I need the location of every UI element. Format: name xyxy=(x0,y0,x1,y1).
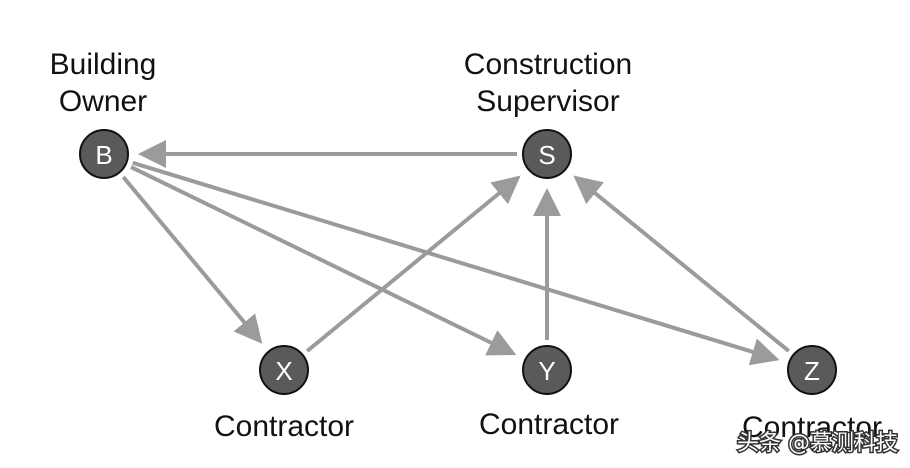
node-construction-supervisor: S Construction Supervisor xyxy=(464,48,632,179)
edges-layer xyxy=(121,140,790,366)
node-x-letter: X xyxy=(275,356,292,386)
node-y-label: Contractor xyxy=(479,408,619,441)
node-y-circle xyxy=(522,345,572,395)
node-x-label: Contractor xyxy=(214,410,354,443)
arrow-b-to-z xyxy=(132,160,780,366)
node-b-label-line-2: Owner xyxy=(59,85,147,118)
arrow-b-to-y xyxy=(130,165,517,356)
node-s-letter: S xyxy=(538,140,555,170)
node-z-letter: Z xyxy=(804,356,820,386)
arrow-x-to-s xyxy=(305,175,521,353)
node-z-label: Contractor xyxy=(742,411,882,444)
node-s-circle xyxy=(522,129,572,179)
node-z-circle xyxy=(787,345,837,395)
watermark-text: 头条 @慕测科技 xyxy=(737,431,898,456)
node-contractor-y: Y Contractor xyxy=(479,345,619,441)
arrow-b-to-x xyxy=(121,175,263,344)
node-building-owner: B Building Owner xyxy=(50,48,157,179)
node-s-label-line-1: Construction xyxy=(464,48,632,81)
node-b-letter: B xyxy=(95,140,112,170)
node-x-circle xyxy=(259,345,309,395)
node-y-letter: Y xyxy=(538,356,555,386)
node-contractor-z: Z Contractor xyxy=(742,345,882,444)
node-s-label-line-2: Supervisor xyxy=(476,85,619,118)
node-contractor-x: X Contractor xyxy=(214,345,354,443)
node-b-circle xyxy=(79,129,129,179)
node-b-label-line-1: Building xyxy=(50,48,157,81)
arrow-z-to-s xyxy=(573,175,790,353)
